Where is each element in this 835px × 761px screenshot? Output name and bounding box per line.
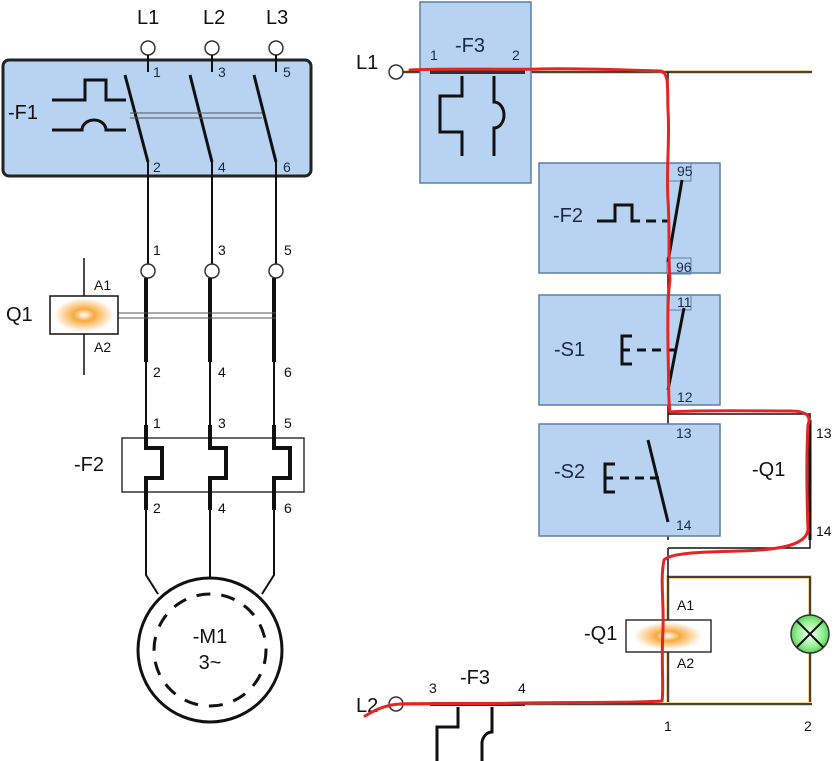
s2-terminal-13: 13 [676, 425, 692, 441]
f3-bottom-terminal-4: 4 [518, 680, 526, 696]
f1-thermal-symbol [52, 78, 126, 102]
q1-top-terminal-5 [268, 263, 284, 279]
f3-top-terminal-2: 2 [512, 47, 520, 63]
q1-coil-control-a1: A1 [677, 597, 694, 613]
f3-top-terminal-1: 1 [430, 47, 438, 63]
q1-coil-a1: A1 [94, 277, 111, 293]
motor-label: -M1 [193, 626, 227, 648]
q1-label: Q1 [6, 304, 33, 326]
f2-terminal-3: 3 [218, 415, 226, 431]
motor-m1 [136, 576, 284, 724]
f3-bottom-label: -F3 [460, 667, 490, 689]
terminal-l3 [268, 40, 284, 56]
f2-contact-thermal-symbol [597, 203, 640, 223]
f1-magnetic-symbol [52, 118, 126, 132]
control-circuit: L1 -F3 1 2 -F2 95 96 -S1 11 12 -S2 [356, 1, 832, 761]
s2-terminal-14: 14 [676, 517, 692, 533]
f3-bottom-thermal-symbol [435, 707, 460, 761]
line-label-l2: L2 [203, 7, 225, 29]
f2-contact-terminal-96: 96 [676, 259, 692, 275]
f2-terminal-1: 1 [153, 415, 161, 431]
q1-coil-control-glow [634, 622, 702, 650]
node-label-2: 2 [804, 718, 812, 734]
f3-bottom-terminal-3: 3 [429, 680, 437, 696]
f2-contact-terminal-95: 95 [677, 163, 693, 179]
f3-bottom-magnetic-symbol [480, 707, 494, 761]
f1-label: -F1 [8, 102, 38, 124]
q1-top-terminal-3 [204, 263, 220, 279]
terminal-l1 [140, 40, 156, 56]
line-label-l3: L3 [266, 7, 288, 29]
s1-terminal-12: 12 [677, 389, 693, 405]
q1-coil-a2: A2 [94, 339, 111, 355]
f1-terminal-6: 6 [283, 159, 291, 175]
f1-terminal-4: 4 [218, 159, 226, 175]
s1-button-symbol [620, 334, 632, 366]
f3-top-magnetic-symbol [492, 76, 506, 156]
q1-terminal-2: 2 [153, 364, 161, 380]
s1-terminal-11: 11 [677, 294, 692, 310]
f3-top-box [419, 1, 532, 184]
f1-terminal-5: 5 [283, 64, 291, 80]
q1-terminal-3: 3 [218, 242, 226, 258]
f2-terminal-2: 2 [153, 500, 161, 516]
q1-terminal-5: 5 [284, 242, 292, 258]
motor-m1-inner [152, 592, 268, 708]
s1-label: -S1 [554, 339, 585, 361]
f2-terminal-5: 5 [284, 415, 292, 431]
f1-terminal-3: 3 [218, 64, 226, 80]
s2-button-symbol [603, 462, 615, 494]
q1-coil-control-a2: A2 [677, 655, 694, 671]
f1-contact-3 [252, 74, 278, 163]
node-label-1: 1 [664, 718, 672, 734]
q1-hold-label: -Q1 [752, 459, 785, 481]
f1-terminal-2: 2 [153, 159, 161, 175]
f2-thermal-element-2 [208, 425, 228, 510]
f2-label: -F2 [74, 454, 104, 476]
f2-terminal-6: 6 [284, 500, 292, 516]
f3-top-label: -F3 [455, 35, 485, 57]
f3-top-thermal-symbol [438, 76, 464, 156]
q1-coil-glow [54, 298, 114, 332]
s1-nc-contact [666, 307, 686, 391]
s2-label: -S2 [554, 461, 585, 483]
q1-hold-terminal-13: 13 [816, 425, 832, 441]
power-circuit: L1 L2 L3 -F1 1 3 5 2 4 6 1 3 5 [1, 7, 313, 724]
energized-path-trace [363, 67, 811, 718]
supply-label-l1: L1 [356, 52, 378, 74]
terminal-l2 [204, 40, 220, 56]
q1-terminal-4: 4 [218, 364, 226, 380]
q1-terminal-1: 1 [153, 242, 161, 258]
f2-contact-label: -F2 [553, 205, 583, 227]
f2-thermal-element-1 [144, 425, 164, 510]
f2-thermal-element-3 [272, 425, 292, 510]
s2-box [538, 423, 721, 537]
q1-hold-terminal-14: 14 [816, 523, 832, 539]
motor-sublabel: 3~ [199, 652, 222, 674]
q1-top-terminal-1 [140, 263, 156, 279]
supply-terminal-l1 [388, 64, 404, 80]
f1-terminal-1: 1 [153, 64, 161, 80]
s2-no-contact [646, 439, 670, 523]
f2-terminal-4: 4 [218, 500, 226, 516]
line-label-l1: L1 [137, 7, 159, 29]
q1-terminal-6: 6 [284, 364, 292, 380]
q1-coil-control-label: -Q1 [584, 623, 617, 645]
